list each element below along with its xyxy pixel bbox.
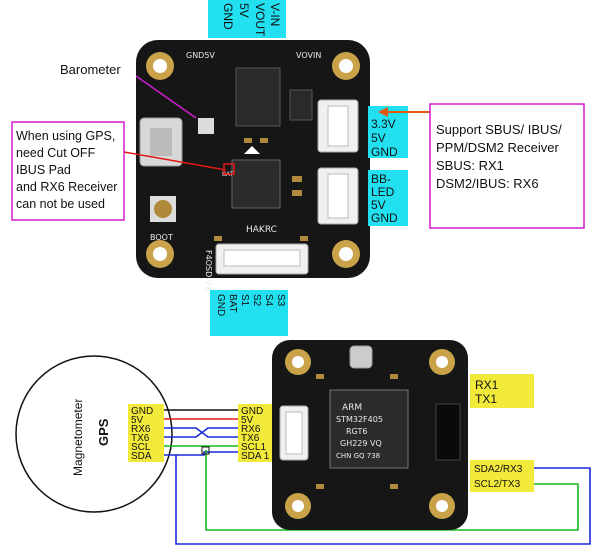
uart1-tx1: TX1 bbox=[475, 392, 497, 406]
gps-note-callout: When using GPS, need Cut OFF IBUS Pad an… bbox=[11, 121, 125, 221]
mounting-hole-bottom-right bbox=[332, 240, 360, 268]
flight-controller-board-top: GND5V VOVIN BOOT HAKRC F4OSD V3 BAT bbox=[136, 40, 370, 290]
fc-pin-scl1: SCL1 bbox=[241, 442, 266, 453]
bottom-label-gnd: GND bbox=[215, 294, 226, 316]
top-label-vout: VOUT bbox=[253, 3, 267, 37]
rx-label-gnd: GND bbox=[371, 145, 398, 159]
receiver-note-callout: Support SBUS/ IBUS/ PPM/DSM2 Receiver SB… bbox=[429, 103, 585, 229]
silk-gnd5v: GND5V bbox=[186, 51, 215, 60]
mounting-hole-b-bottom-left bbox=[285, 493, 311, 519]
led-label-led: LED bbox=[371, 185, 395, 199]
uart1-rx1: RX1 bbox=[475, 378, 499, 392]
mounting-hole-top-right bbox=[332, 52, 360, 80]
bottom-label-s3: S3 bbox=[275, 294, 286, 307]
fc-pin-5v: 5V bbox=[241, 415, 254, 426]
bottom-esc-label: S3 S4 S2 S1 BAT GND bbox=[210, 290, 288, 336]
receiver-note-line-2: PPM/DSM2 Receiver bbox=[436, 140, 559, 155]
mounting-hole-b-bottom-right bbox=[429, 493, 455, 519]
gps-pin-gnd: GND bbox=[131, 406, 153, 417]
mounting-hole-top-left bbox=[146, 52, 174, 80]
chip-text-arm: ARM bbox=[342, 403, 362, 413]
mounting-hole-b-top-left bbox=[285, 349, 311, 375]
top-label-5v: 5V bbox=[237, 3, 251, 18]
silk-model: F4OSD V3 bbox=[204, 250, 213, 290]
flight-controller-board-bottom: ARM STM32F405 RGT6 GH229 VQ CHN GQ 738 bbox=[272, 340, 468, 530]
barometer-label: Barometer bbox=[60, 62, 121, 77]
gps-note-line-2: need Cut OFF bbox=[16, 146, 96, 160]
uart2-scl2-tx3: SCL2/TX3 bbox=[474, 479, 521, 490]
top-power-label: V-IN VOUT 5V GND bbox=[208, 0, 286, 38]
bottom-label-bat: BAT bbox=[227, 294, 238, 313]
gps-wires bbox=[164, 409, 591, 545]
barometer-pointer bbox=[135, 75, 197, 119]
gps-pin-rx6: RX6 bbox=[131, 424, 151, 435]
fc-pin-sda1: SDA 1 bbox=[241, 451, 270, 462]
led-connector bbox=[317, 167, 359, 225]
gps-note-line-5: can not be used bbox=[16, 197, 105, 211]
led-label-5v: 5V bbox=[371, 198, 386, 212]
osd-chip bbox=[235, 67, 281, 127]
boot-button bbox=[150, 196, 176, 222]
gps-module-subtitle: Magnetometer bbox=[71, 399, 85, 476]
mounting-hole-bottom-left bbox=[146, 240, 174, 268]
fc-pin-rx6: RX6 bbox=[241, 424, 261, 435]
wire-junction-marker bbox=[201, 446, 210, 455]
mounting-hole-b-top-right bbox=[429, 349, 455, 375]
bottom-label-s1: S1 bbox=[239, 294, 250, 307]
wire-tx6 bbox=[164, 427, 238, 438]
gps-module: Magnetometer GPS bbox=[15, 355, 173, 513]
gps-pin-sda: SDA bbox=[131, 451, 152, 462]
ibus-pad-marker bbox=[223, 163, 235, 175]
chip-text-rgt6: RGT6 bbox=[346, 427, 367, 436]
gps-note-line-3: IBUS Pad bbox=[16, 163, 71, 177]
wire-uart2-green bbox=[205, 450, 579, 531]
chip-text-chn: CHN GQ 738 bbox=[336, 452, 380, 460]
uart2-label: SDA2/RX3 SCL2/TX3 bbox=[470, 460, 534, 492]
gps-pin-tx6: TX6 bbox=[131, 433, 150, 444]
esc-connector bbox=[215, 243, 309, 275]
gps-note-line-4: and RX6 Receiver bbox=[16, 180, 117, 194]
chip-text-model: STM32F405 bbox=[336, 415, 383, 424]
main-mcu-chip bbox=[231, 159, 281, 209]
gps-pin-5v: 5V bbox=[131, 415, 144, 426]
gps-pin-label: GND 5V RX6 TX6 SCL SDA bbox=[128, 404, 164, 462]
pin-header bbox=[435, 403, 461, 461]
led-label-bb: BB- bbox=[371, 172, 391, 186]
silk-boot: BOOT bbox=[150, 233, 173, 242]
led-port-label: BB- LED 5V GND bbox=[368, 170, 408, 226]
wire-uart2-blue bbox=[175, 455, 591, 545]
silk-vovin: VOVIN bbox=[296, 51, 321, 60]
bottom-label-s4: S4 bbox=[263, 294, 274, 307]
uart2-sda2-rx3: SDA2/RX3 bbox=[474, 464, 523, 475]
rx-label-5v: 5V bbox=[371, 131, 386, 145]
wire-sda bbox=[164, 451, 238, 456]
top-label-gnd: GND bbox=[221, 3, 235, 30]
stm32-chip bbox=[329, 389, 409, 469]
fc-pin-gnd: GND bbox=[241, 406, 263, 417]
gps-note-pointer bbox=[123, 151, 227, 171]
fc-pin-tx6: TX6 bbox=[241, 433, 260, 444]
gps-pin-scl: SCL bbox=[131, 442, 151, 453]
receiver-note-line-1: Support SBUS/ IBUS/ bbox=[436, 122, 562, 137]
receiver-note-line-4: DSM2/IBUS: RX6 bbox=[436, 176, 539, 191]
receiver-connector bbox=[317, 99, 359, 153]
receiver-note-line-3: SBUS: RX1 bbox=[436, 158, 504, 173]
rx-label-33v: 3.3V bbox=[371, 117, 396, 131]
silk-brand: HAKRC bbox=[246, 225, 277, 235]
top-label-vin: V-IN bbox=[268, 3, 282, 26]
gps-module-title: GPS bbox=[96, 418, 111, 446]
fc-jst-connector bbox=[279, 405, 309, 461]
gps-note-line-1: When using GPS, bbox=[16, 129, 115, 143]
led-label-gnd: GND bbox=[371, 211, 398, 225]
bottom-label-s2: S2 bbox=[251, 294, 262, 307]
uart1-label: RX1 TX1 bbox=[470, 374, 534, 408]
chip-text-lot: GH229 VQ bbox=[340, 439, 382, 448]
barometer-chip bbox=[349, 345, 373, 369]
